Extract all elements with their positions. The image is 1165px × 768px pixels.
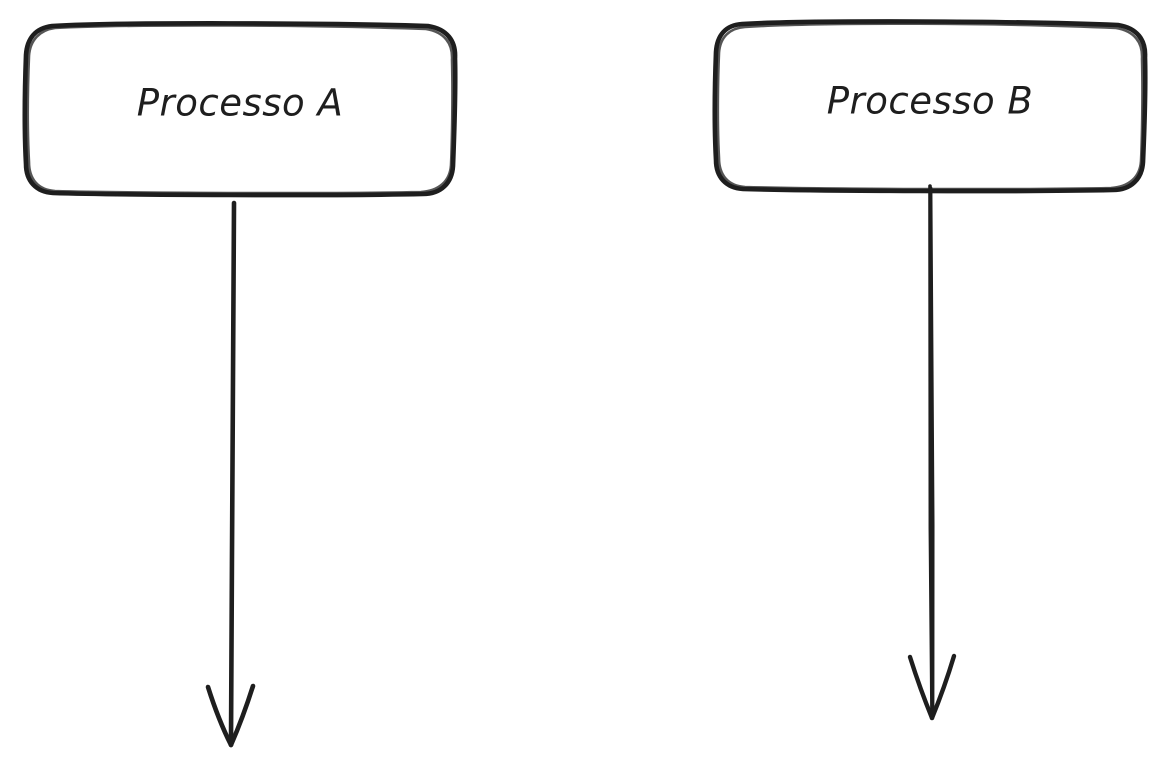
arrow-a-head-right-wing — [228, 683, 256, 748]
arrow-a-shaft — [228, 200, 237, 745]
arrow-b-head-right-wing — [929, 653, 957, 721]
arrow-a-head-left-wing — [205, 684, 234, 748]
node-processo-a-outline-pass2 — [26, 24, 454, 195]
node-processo-b-outline-pass2 — [716, 22, 1144, 191]
node-processo-b-label: Processo B — [827, 80, 1034, 123]
node-processo-a[interactable]: Processo A — [22, 21, 458, 198]
arrow-b-shaft-pass1 — [927, 184, 934, 718]
node-processo-b-outline — [712, 19, 1148, 194]
node-processo-a-label: Processo A — [137, 82, 344, 125]
arrow-from-processo-b[interactable] — [907, 184, 957, 721]
node-processo-b[interactable]: Processo B — [712, 19, 1148, 194]
node-processo-a-outline — [22, 21, 458, 198]
arrow-b-head-left-wing — [907, 654, 935, 721]
arrow-from-processo-a[interactable] — [205, 200, 256, 748]
arrow-b-shaft-pass2 — [929, 186, 935, 716]
